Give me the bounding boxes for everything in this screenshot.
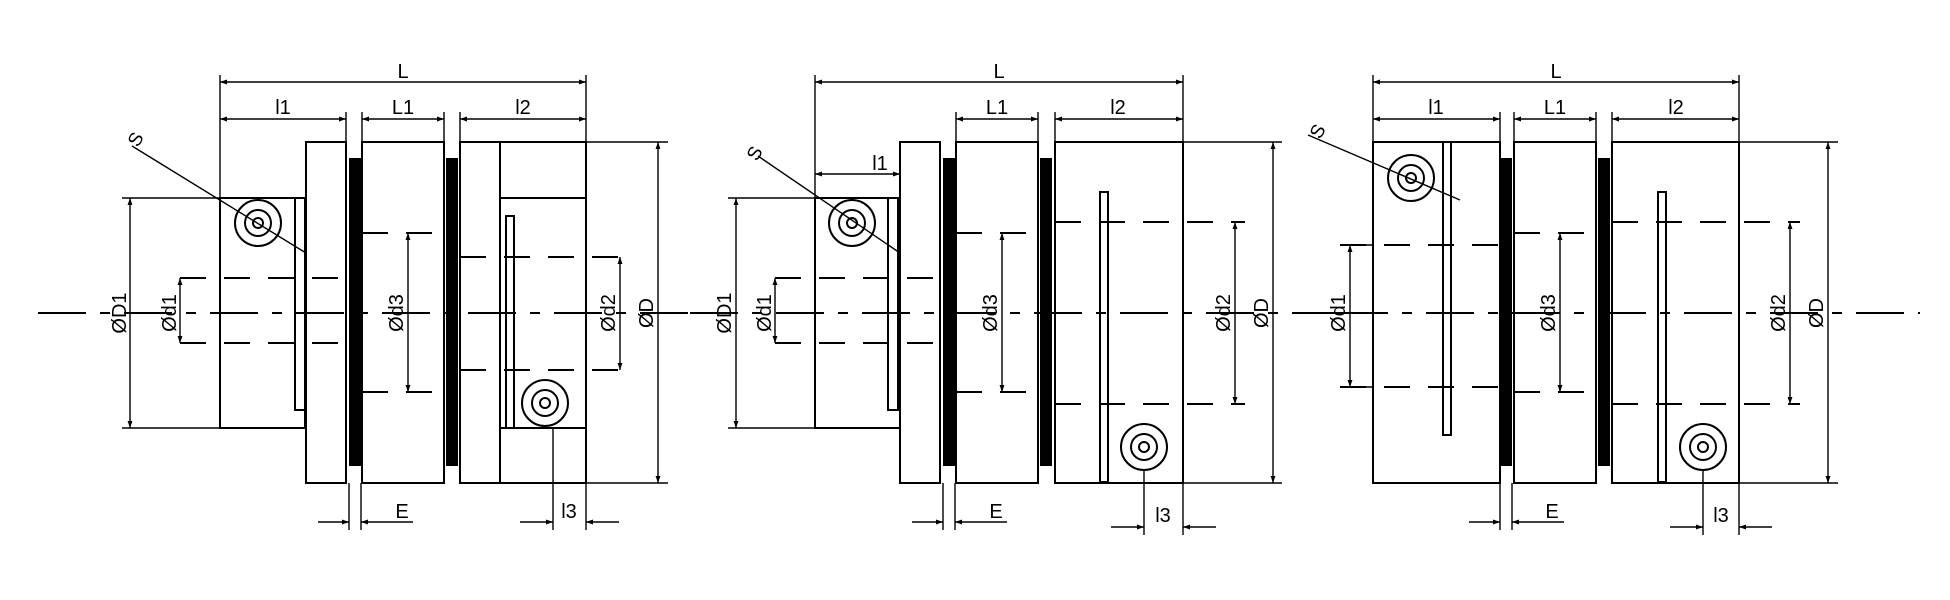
view-3: S L l1 L1 l2 E l3 Ød1 Ød3 Ød2: [1306, 61, 1920, 535]
label-L: L: [993, 61, 1004, 83]
clamp-slot-right: [1099, 191, 1109, 483]
clamp-slot: [1442, 141, 1452, 436]
clamp-screw-inner: [838, 209, 866, 237]
flange-left: [899, 141, 941, 484]
clamp-screw-core: [1405, 172, 1417, 184]
clamp-screw-inner: [244, 209, 272, 237]
label-d1: Ød1: [1328, 294, 1350, 332]
disc-pack-right: [446, 158, 458, 466]
label-D: ØD: [636, 298, 658, 328]
clamp-screw-core: [1138, 441, 1150, 453]
leader-s: [757, 155, 901, 254]
clamp-slot-right: [505, 215, 515, 429]
label-d3: Ød3: [386, 294, 408, 332]
label-s: S: [743, 143, 768, 164]
label-l1: l1: [1428, 97, 1444, 119]
label-d2: Ød2: [1213, 294, 1235, 332]
label-l3: l3: [561, 501, 577, 523]
clamp-screw-inner: [1397, 164, 1425, 192]
view-2: S L l1 L1 l2 E l3 ØD1 Ød1 Ød3 Ø: [690, 61, 1340, 535]
label-D1: ØD1: [714, 292, 736, 333]
clamp-screw-outer: [1679, 423, 1727, 471]
clamp-screw-inner: [1130, 433, 1158, 461]
disc-pack-left: [349, 158, 361, 466]
label-l3: l3: [1155, 505, 1171, 527]
label-L: L: [397, 61, 408, 83]
label-l2: l2: [515, 97, 531, 119]
clamp-screw-outer: [521, 379, 569, 427]
label-d2: Ød2: [1768, 294, 1790, 332]
label-D1: ØD1: [109, 292, 131, 333]
center-spacer: [361, 141, 445, 484]
label-L1: L1: [392, 97, 414, 119]
clamp-screw-outer: [234, 199, 282, 247]
label-D: ØD: [1806, 298, 1828, 328]
center-spacer: [955, 141, 1039, 484]
label-s: S: [1306, 121, 1331, 142]
clamp-screw-outer: [1120, 423, 1168, 471]
clamp-screw-core: [539, 397, 551, 409]
leader-s: [131, 145, 307, 254]
disc-pack-right: [1040, 158, 1052, 466]
label-E: E: [1545, 501, 1558, 523]
label-D: ØD: [1251, 298, 1273, 328]
flange-left: [305, 141, 347, 484]
center-spacer: [1513, 141, 1597, 484]
label-L1: L1: [986, 97, 1008, 119]
hub-right: [1054, 141, 1184, 484]
clamp-slot: [887, 197, 899, 411]
hub-right: [1611, 141, 1740, 484]
clamp-screw-core: [252, 217, 264, 229]
label-l3: l3: [1713, 505, 1729, 527]
clamp-screw-core: [1697, 441, 1709, 453]
label-l2: l2: [1110, 97, 1126, 119]
clamp-slot: [294, 197, 306, 411]
clamp-screw-inner: [1689, 433, 1717, 461]
label-d1: Ød1: [159, 294, 181, 332]
label-l1: l1: [275, 97, 291, 119]
disc-pack-left: [1500, 158, 1512, 466]
clamp-screw-inner: [531, 389, 559, 417]
clamp-screw-outer: [1387, 154, 1435, 202]
label-d2: Ød2: [598, 294, 620, 332]
label-d1: Ød1: [754, 294, 776, 332]
clamp-slot-right: [1657, 191, 1667, 483]
clamp-screw-outer: [828, 199, 876, 247]
disc-pack-right: [1598, 158, 1610, 466]
label-l2: l2: [1668, 97, 1684, 119]
label-E: E: [989, 501, 1002, 523]
label-d3: Ød3: [980, 294, 1002, 332]
label-L: L: [1550, 61, 1561, 83]
view-1: S L l1 L1 l2 E l3 ØD1 Ød1 Ø: [38, 61, 690, 530]
leader-s: [1307, 134, 1461, 201]
disc-pack-left: [943, 158, 955, 466]
label-d3: Ød3: [1538, 294, 1560, 332]
hub-right: [499, 141, 587, 484]
label-E: E: [395, 501, 408, 523]
label-L1: L1: [1544, 97, 1566, 119]
label-s: S: [124, 129, 149, 150]
label-l1: l1: [872, 153, 888, 175]
